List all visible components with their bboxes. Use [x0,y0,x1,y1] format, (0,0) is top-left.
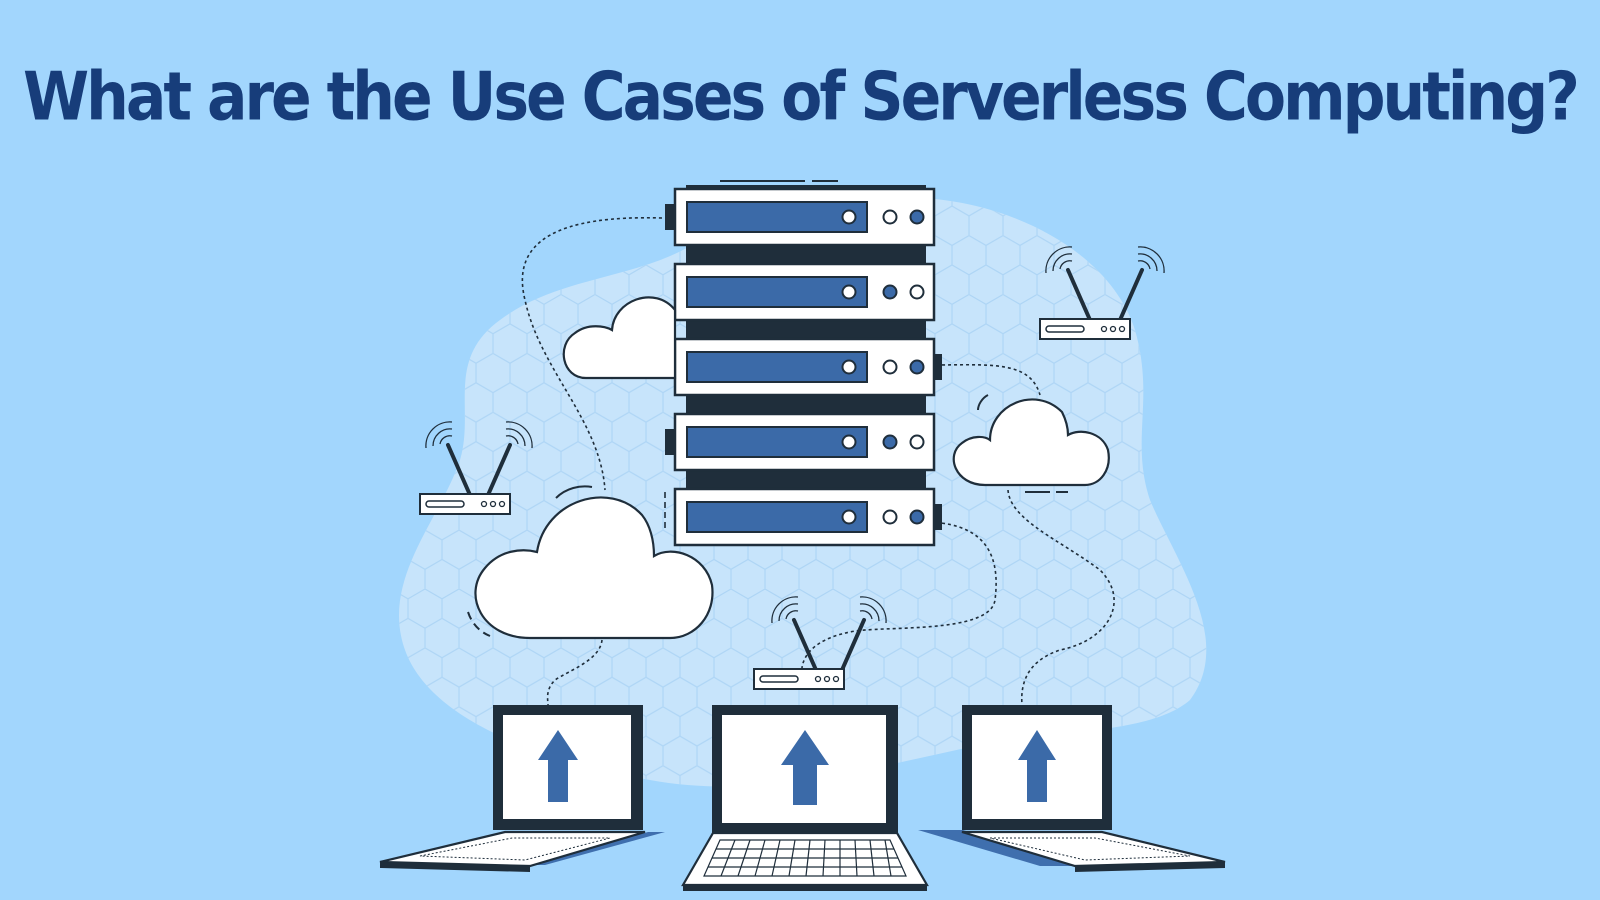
server-unit [665,187,936,247]
router-icon [1039,246,1165,340]
server-rack [664,180,942,547]
laptop-left [379,705,665,872]
cloud-icon [952,394,1110,493]
connection-lines [521,216,1115,706]
page-title: What are the Use Cases of Serverless Com… [23,58,1580,137]
server-unit [673,337,942,397]
server-unit [673,262,936,322]
router-icon [419,421,533,515]
server-unit [665,412,936,472]
upload-arrow-icon [538,730,578,802]
laptop-right [918,705,1226,872]
server-unit [673,487,942,547]
upload-arrow-icon [781,730,829,805]
cloud-icon [467,485,714,640]
laptop-center [681,705,929,891]
cloud-icon [562,296,677,380]
router-icon [753,596,887,690]
upload-arrow-icon [1018,730,1056,802]
